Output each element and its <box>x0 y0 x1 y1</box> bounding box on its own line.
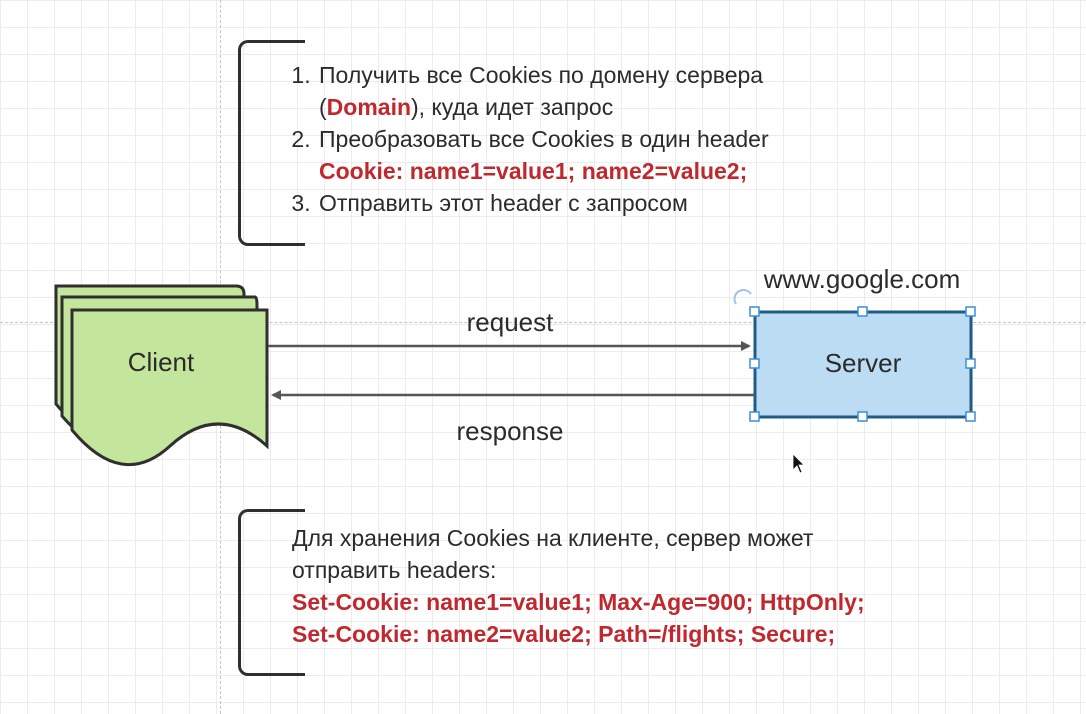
set-cookie-header-2: Set-Cookie: name2=value2; Path=/flights;… <box>292 621 836 647</box>
steps-list: Получить все Cookies по домену сервера (D… <box>284 59 769 219</box>
steps-bracket <box>238 40 305 246</box>
client-label: Client <box>128 347 195 377</box>
client-shape[interactable] <box>54 284 269 467</box>
server-label: Server <box>825 348 902 378</box>
handle-top-right <box>965 306 976 317</box>
note-line-2: отправить headers: <box>292 557 497 583</box>
handle-bottom-left <box>749 411 760 422</box>
step-accent-text: Domain <box>326 94 412 120</box>
handle-left <box>749 358 760 369</box>
step-text: Получить все Cookies по домену сервера <box>319 62 764 88</box>
request-label: request <box>467 307 554 337</box>
note-line-1: Для хранения Cookies на клиенте, сервер … <box>292 525 814 551</box>
handle-right <box>965 358 976 369</box>
handle-top-left <box>749 306 760 317</box>
step-accent-text: Cookie: name1=value1; name2=value2; <box>319 158 748 184</box>
handle-top <box>857 306 868 317</box>
handle-bottom-right <box>965 411 976 422</box>
mouse-cursor-icon <box>792 453 805 474</box>
step-text: Преобразовать все Cookies в один header <box>319 126 769 152</box>
guide-line-horizontal <box>0 322 1086 323</box>
client-doc-front <box>70 308 269 467</box>
step-item: Отправить этот header с запросом <box>317 187 769 219</box>
set-cookie-header-1: Set-Cookie: name1=value1; Max-Age=900; H… <box>292 589 865 615</box>
selection-handles[interactable] <box>749 306 976 422</box>
step-item: Преобразовать все Cookies в один headerC… <box>317 123 769 187</box>
response-label: response <box>457 416 564 446</box>
step-text: ), куда идет запрос <box>411 94 614 120</box>
step-text: Отправить этот header с запросом <box>319 190 688 216</box>
set-cookie-note: Для хранения Cookies на клиенте, сервер … <box>292 522 865 650</box>
rotate-handle-icon[interactable] <box>733 289 752 305</box>
step-text: ( <box>319 94 327 120</box>
handle-bottom <box>857 411 868 422</box>
step-item: Получить все Cookies по домену сервера (D… <box>317 59 769 123</box>
note-bracket <box>238 509 305 676</box>
server-domain-label: www.google.com <box>763 264 961 294</box>
